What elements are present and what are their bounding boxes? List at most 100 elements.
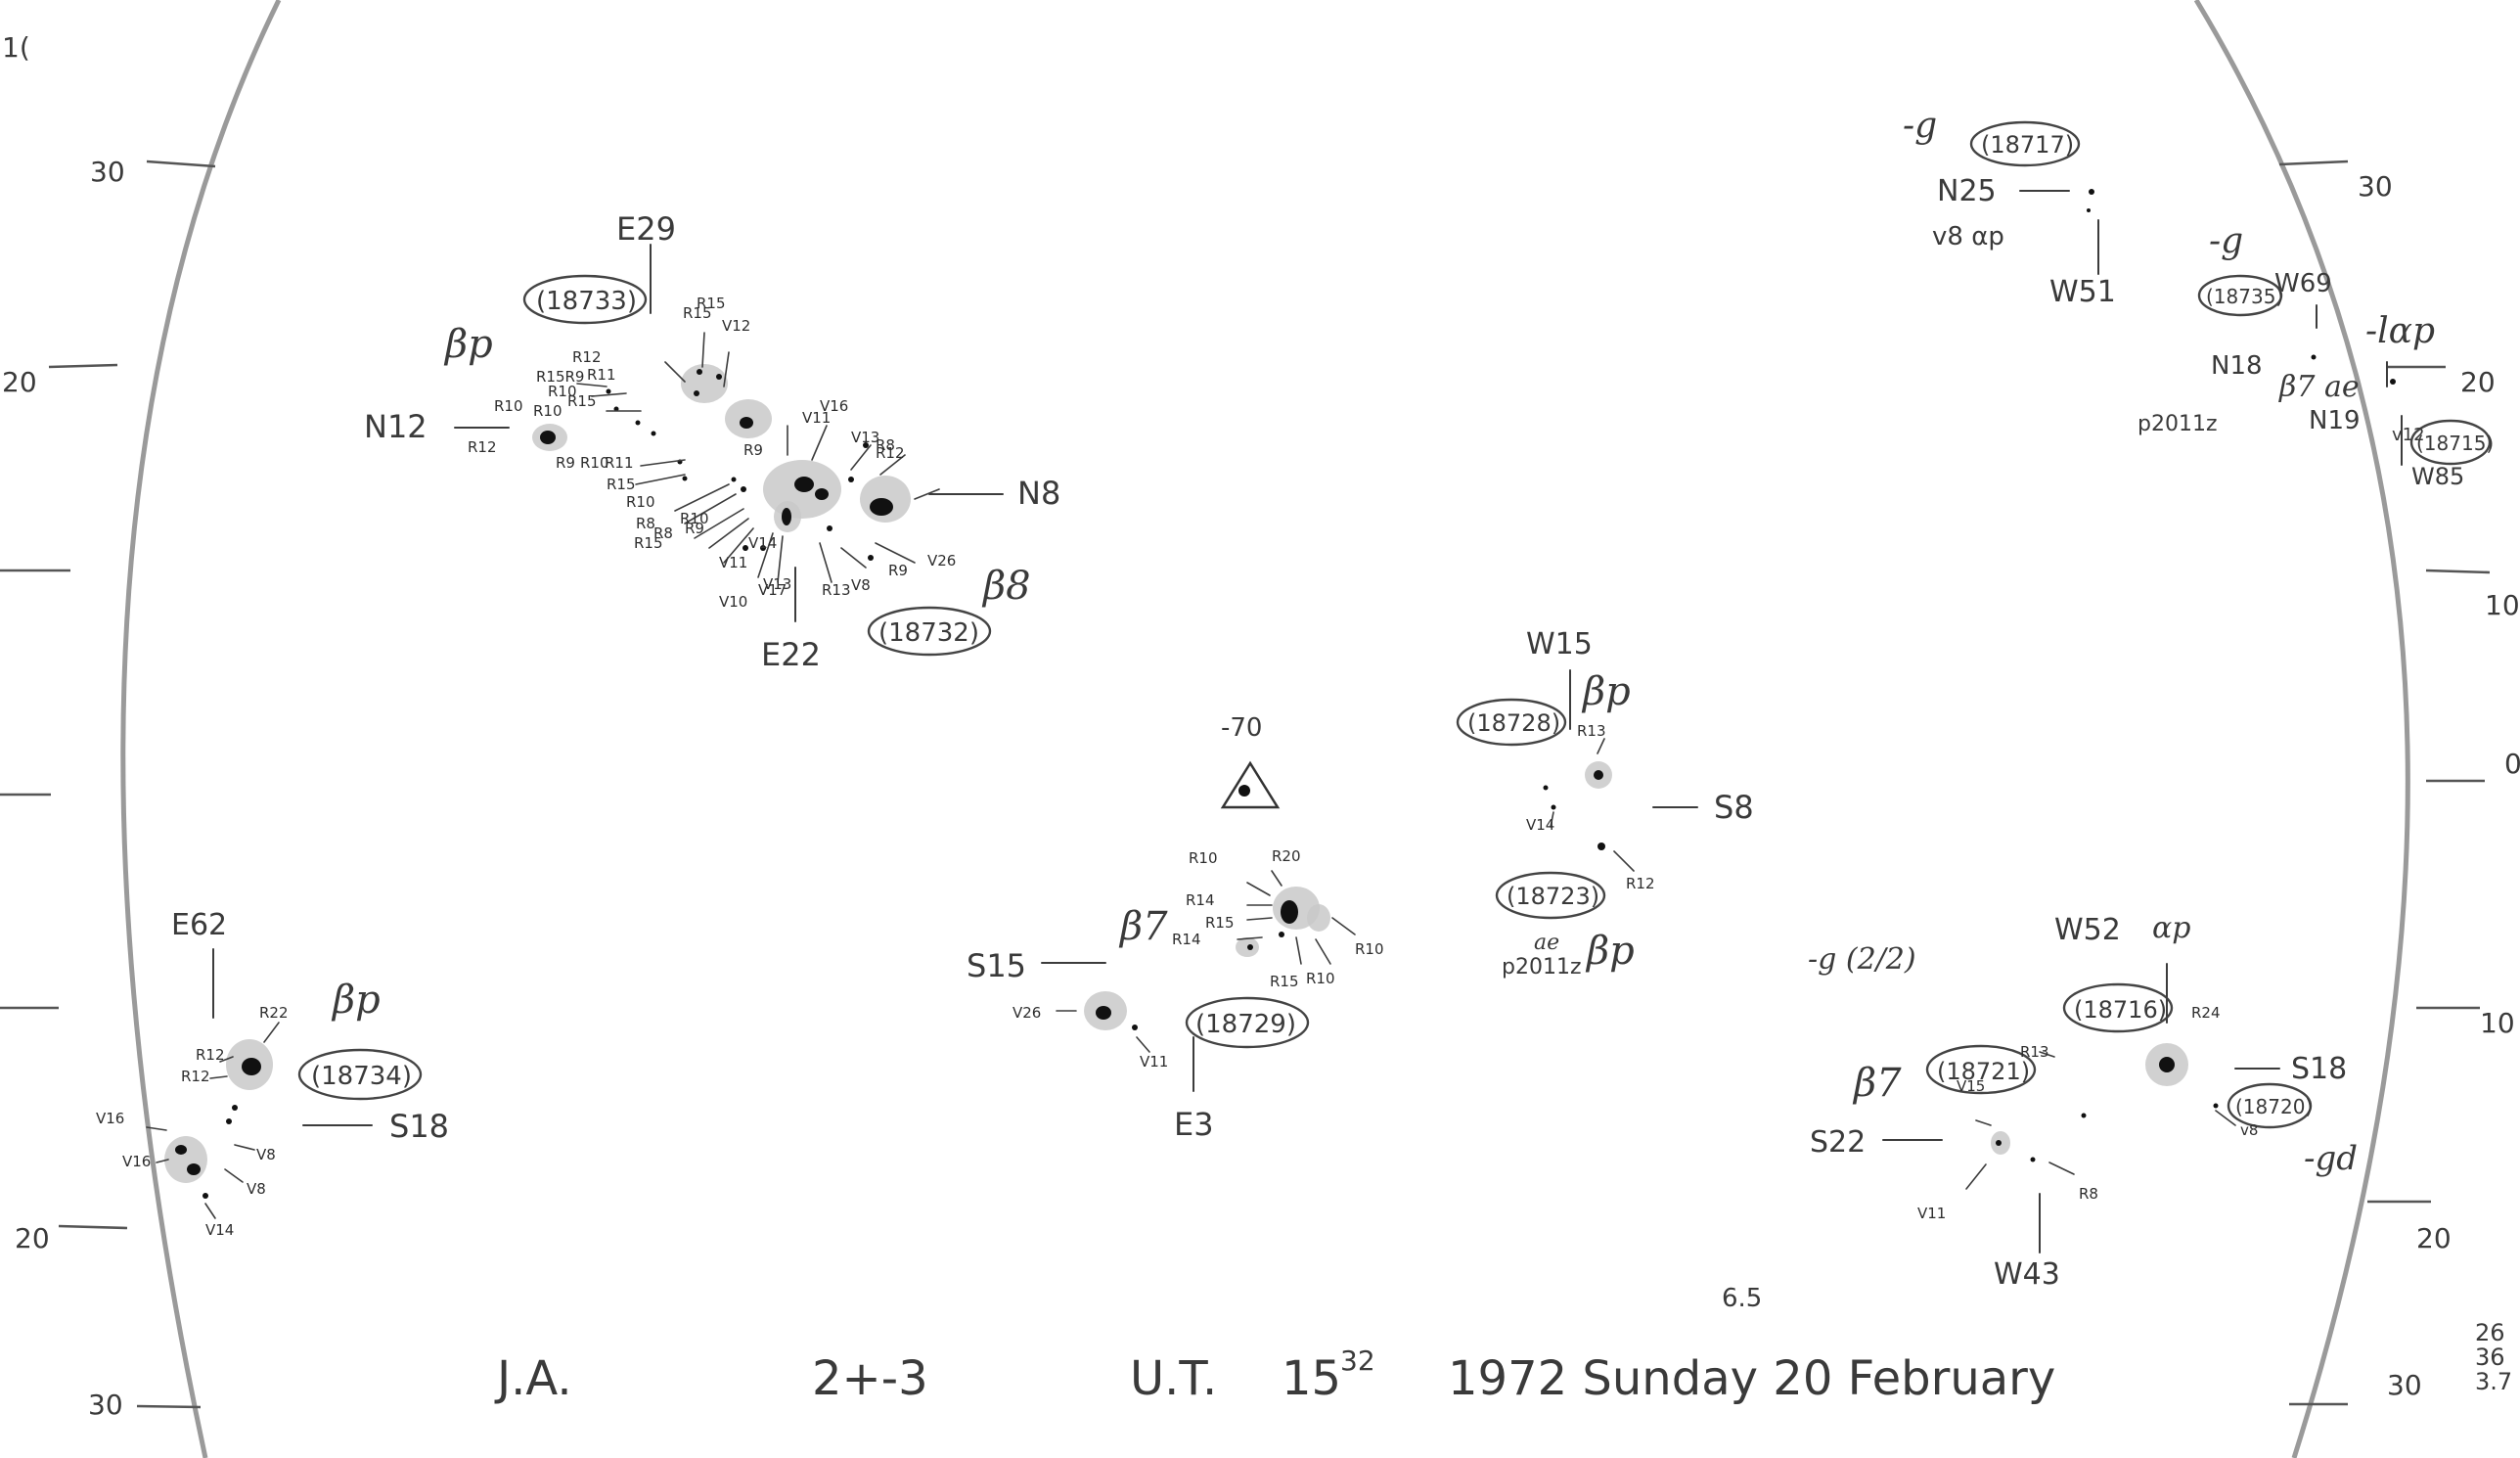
spot-label: R12 — [876, 444, 905, 462]
pos-s15: S15 — [967, 947, 1026, 984]
spot-label: V14 — [205, 1221, 234, 1239]
class-18734: βp — [331, 978, 381, 1023]
class-18720: -gd — [2304, 1139, 2358, 1178]
spot-label: R10 — [494, 397, 523, 415]
spot-label: R10 — [1306, 970, 1335, 987]
spot-label: R9 — [685, 520, 704, 537]
spot-label: R14 — [1186, 891, 1215, 909]
spot-label: V13 — [851, 429, 879, 446]
corner-br-3: 3.7 — [2475, 1368, 2512, 1395]
extra-18721: -g (2/2) — [1808, 942, 1916, 977]
spot-label: R11 — [587, 366, 616, 384]
spot-label: V12 — [722, 317, 750, 335]
region-18720: (18720) v8 -gd — [2213, 1082, 2358, 1178]
class-18735: -g — [2209, 221, 2243, 261]
pos-n25: N25 — [1937, 174, 1997, 208]
pos-w43: W43 — [1994, 1257, 2060, 1292]
footer-ut: U.T. — [1130, 1351, 1217, 1406]
spot-label: R8 — [2079, 1185, 2098, 1203]
tick-left-20-bottom — [58, 1224, 128, 1230]
spot-label: R8 — [636, 515, 655, 532]
spot-label: V16 — [122, 1153, 151, 1170]
spot-label: V16 — [96, 1110, 124, 1127]
pos-n12: N12 — [364, 408, 428, 445]
class-18715: -lαp — [2365, 311, 2435, 351]
grid-label-left-20-bottom: 20 — [15, 1222, 50, 1254]
extra2-18735: p2011z — [2138, 412, 2218, 436]
spot-label: R9 — [743, 441, 763, 459]
extra-18717: v8 αp — [1932, 222, 2004, 251]
region-number-18733: (18733) — [536, 287, 637, 316]
grid-label-left-30-top: 30 — [90, 156, 125, 188]
pos-s18: S18 — [389, 1108, 449, 1145]
spot-label: R10 — [548, 383, 577, 400]
spot-label: R13 — [822, 581, 851, 599]
extra-18715: v12 — [2392, 425, 2425, 445]
grid-label-right-20-bottom: 20 — [2416, 1222, 2452, 1254]
spot-label: V26 — [927, 552, 956, 570]
extra-18735: β7 ae — [2278, 370, 2360, 404]
note-minus-70: -70 — [1221, 713, 1262, 743]
spot-label: V8 — [256, 1146, 276, 1163]
spot-label: V26 — [1012, 1004, 1041, 1022]
region-18715: -lαp N19 (18715) v12 W85 — [2309, 311, 2494, 490]
extra-18720: v8 — [2240, 1121, 2258, 1139]
pos-w69: W69 — [2274, 269, 2332, 298]
footer-date: 1972 Sunday 20 February — [1448, 1351, 2055, 1406]
region-18716: W52 αp (18716) R24 S18 — [2054, 911, 2347, 1086]
region-number-18715: (18715) — [2416, 432, 2494, 455]
spot-label: V11 — [802, 409, 831, 427]
region-18728: W15 βp (18728) S8 R13 V14 R12 — [1456, 627, 1754, 892]
spot-label: R12 — [468, 438, 497, 456]
region-number-18734: (18734) — [311, 1062, 412, 1091]
pos-s8: S8 — [1714, 789, 1754, 826]
region-18735: -g W69 (18735) N18 β7 ae p2011z — [2138, 221, 2360, 436]
spot-label: R12 — [181, 1068, 210, 1085]
spot-label: R14 — [1172, 931, 1201, 948]
region-number-18716: (18716) — [2074, 996, 2167, 1024]
spot-label: V11 — [1140, 1053, 1168, 1071]
spot-label: R15 — [683, 304, 712, 322]
pos-s22: S22 — [1810, 1125, 1866, 1160]
spot-label: R13 — [2020, 1043, 2049, 1061]
spot-label: R10 — [626, 493, 655, 511]
triangle-marker — [1220, 760, 1281, 809]
grid-label-right-30-top: 30 — [2358, 170, 2393, 203]
pos-w51: W51 — [2049, 275, 2116, 309]
region-18733: E29 (18733) βp N12 — [364, 210, 676, 445]
footer-time-main: 15 — [1282, 1351, 1341, 1406]
grid-label-left-30-bottom: 30 — [88, 1389, 123, 1421]
tick-left-30-top — [146, 159, 216, 168]
region-number-18717: (18717) — [1981, 131, 2074, 159]
limb-left-arc — [120, 0, 282, 1458]
pos-w85: W85 — [2411, 463, 2464, 490]
spot-label: R22 — [259, 1004, 289, 1022]
region-18723: (18723) βp ae p2011z — [1495, 871, 1635, 980]
spot-label: R13 — [1577, 722, 1606, 740]
region-number-18723: (18723) — [1507, 883, 1599, 910]
grid-label-right-10-top: 10 — [2485, 589, 2520, 621]
spot-label: R8 — [653, 524, 673, 542]
class-18728: βp — [1581, 669, 1631, 714]
spot-label: R8 — [876, 436, 895, 454]
spot-label: V8 — [851, 576, 871, 594]
spot-label: R12 — [572, 348, 602, 366]
footer-sup-65: 6.5 — [1722, 1284, 1762, 1313]
region-18717: -g (18717) N25 v8 αp W51 — [1903, 106, 2116, 309]
spot-label: R15 — [697, 295, 726, 312]
limb-right-arc — [2193, 0, 2410, 1458]
tick-left-30-bottom — [136, 1404, 202, 1409]
tick-right-30-top — [2278, 159, 2349, 166]
corner-top-left: 1( — [2, 31, 30, 64]
spot-label: V8 — [247, 1180, 266, 1198]
region-number-18721: (18721) — [1937, 1058, 2030, 1085]
spot-label: V16 — [820, 397, 848, 415]
footer-observer: J.A. — [494, 1351, 572, 1406]
spot-label: V13 — [763, 575, 791, 593]
region-number-18720: (18720) — [2235, 1095, 2313, 1118]
spot-label: V11 — [1917, 1205, 1946, 1222]
spot-label: R12 — [196, 1046, 225, 1064]
class-18717: -g — [1903, 106, 1937, 146]
pos-e62: E62 — [171, 908, 227, 942]
class-18716: W52 — [2054, 913, 2121, 947]
